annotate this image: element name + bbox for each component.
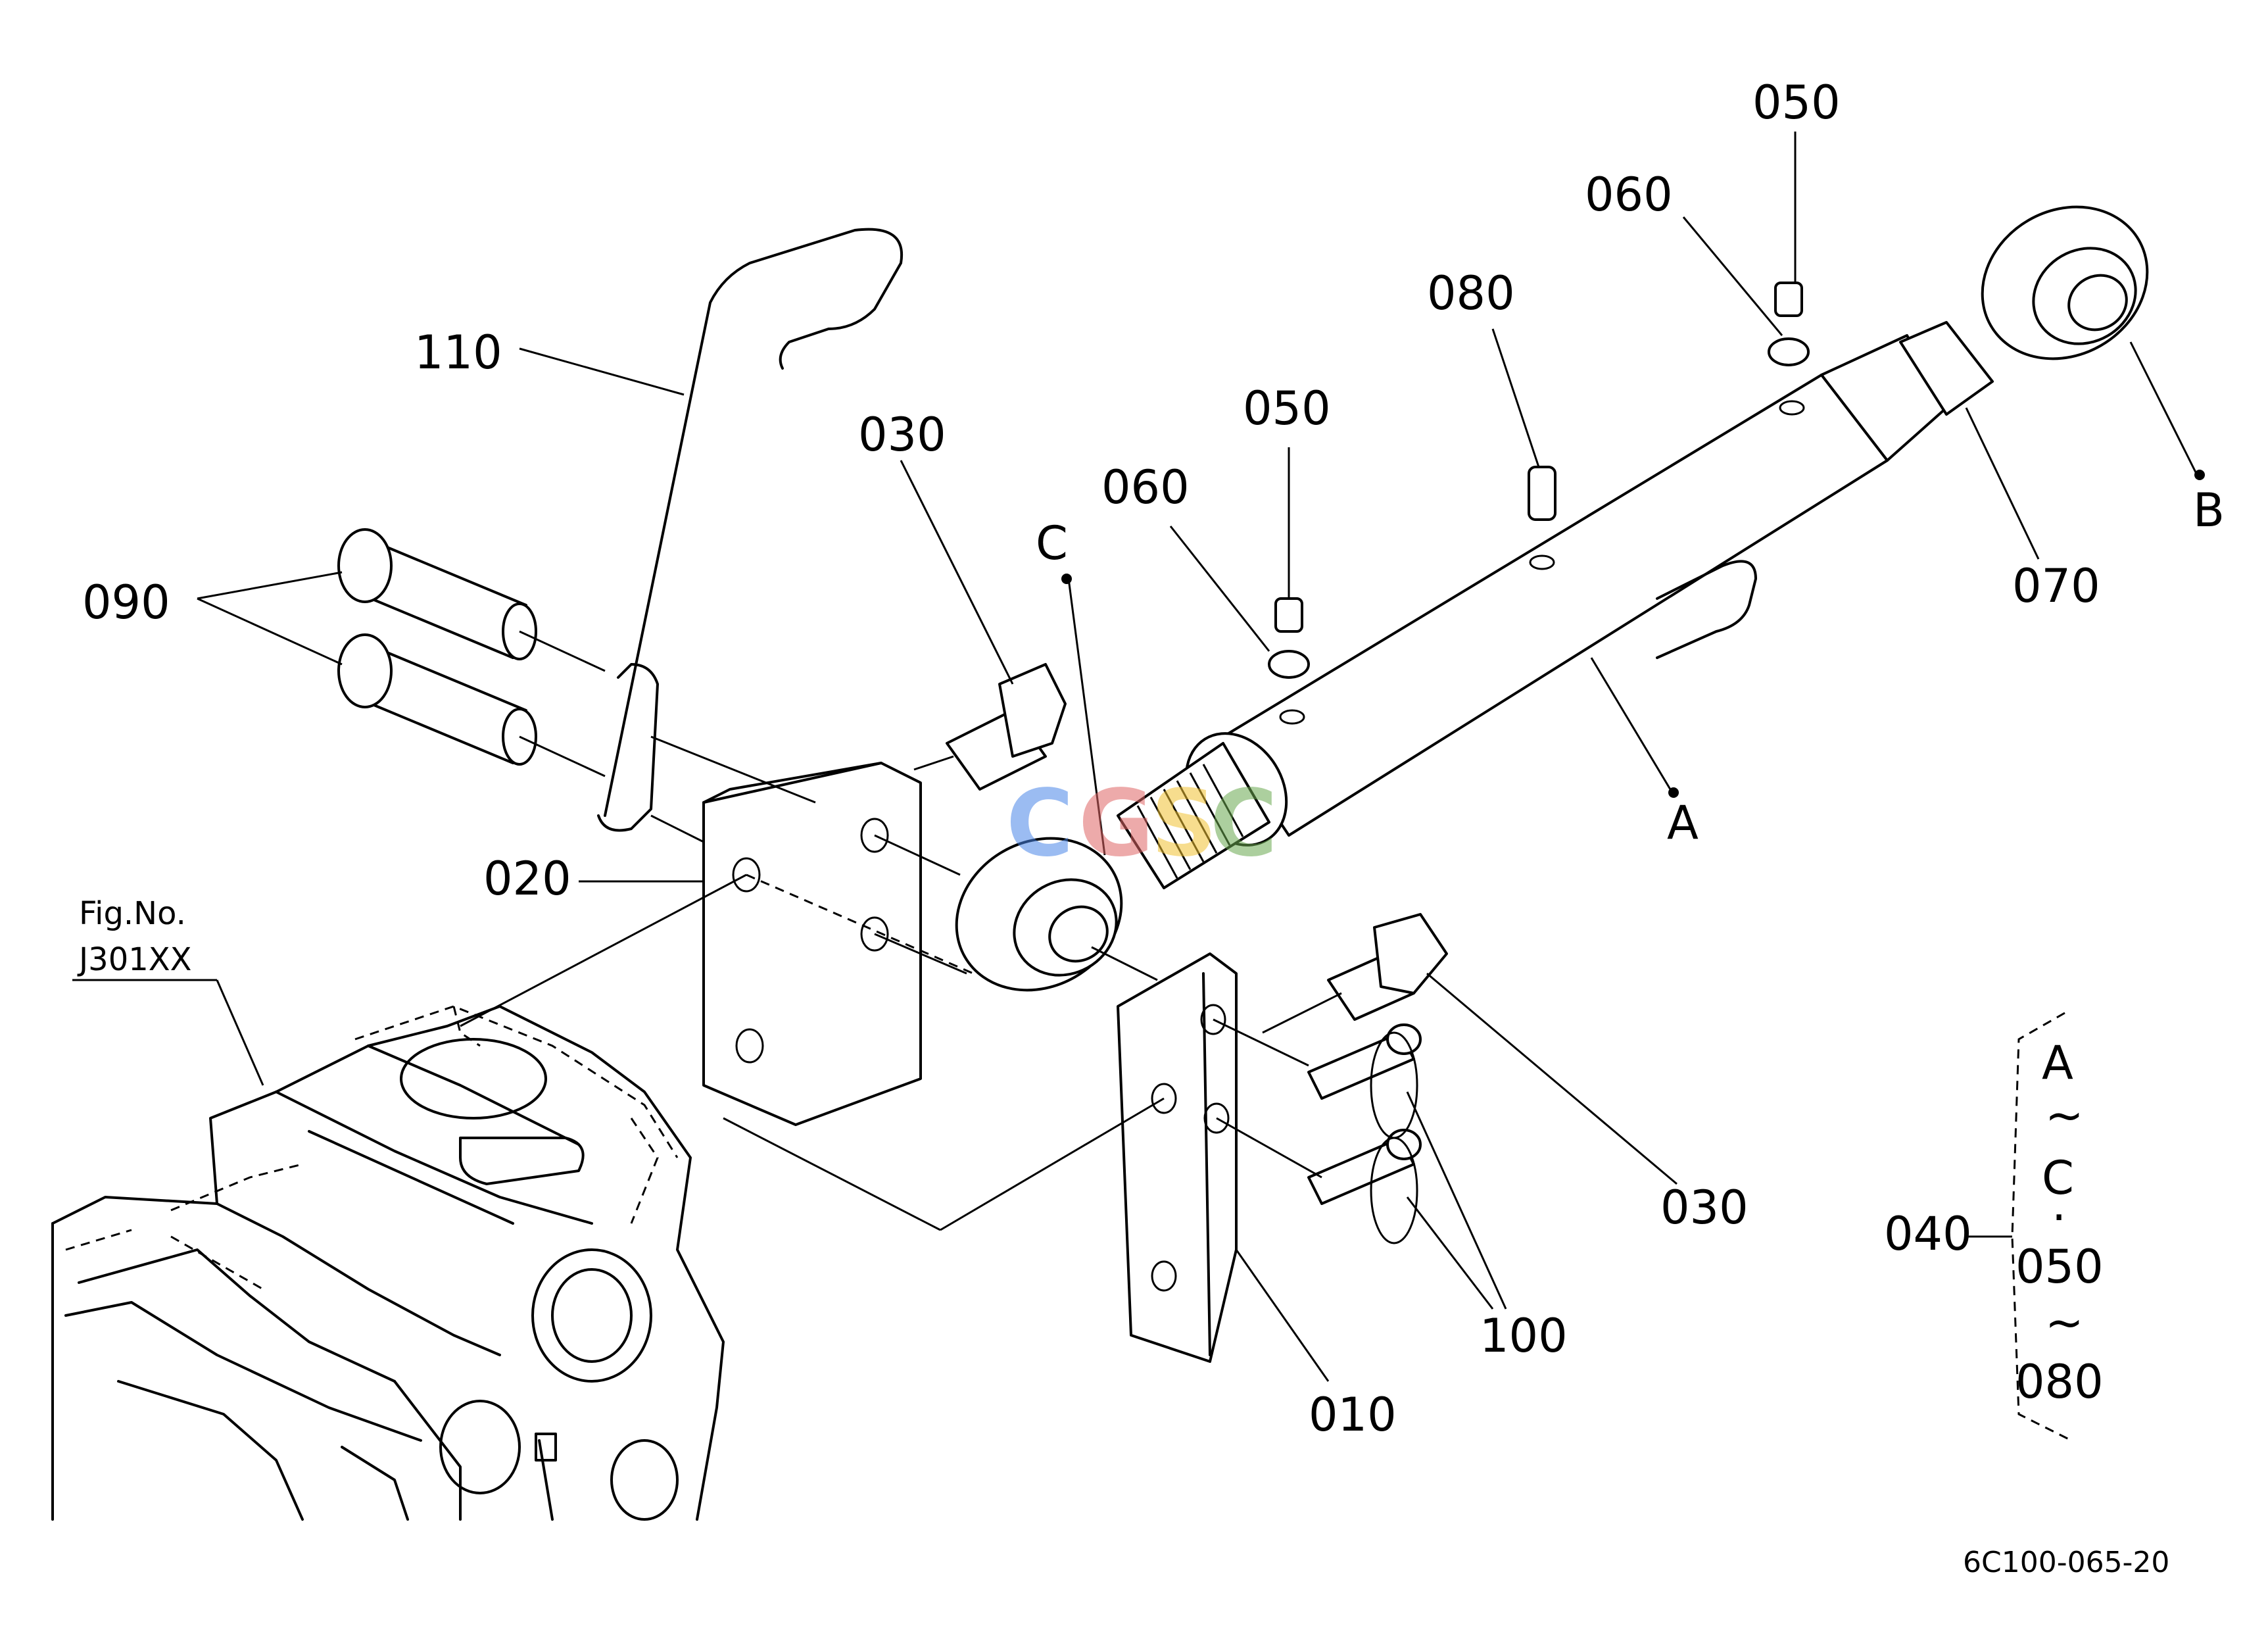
watermark-letter-4: C (1210, 770, 1278, 877)
pins-090 (337, 528, 537, 766)
alignment-lines (460, 630, 1342, 1231)
label-080: 080 (1427, 266, 1515, 320)
bracket-020 (702, 762, 922, 1126)
label-070: 070 (2012, 559, 2100, 613)
transmission-housing (51, 1005, 725, 1521)
label-040: 040 (1884, 1207, 1972, 1261)
bracket-line-4: · (2052, 1191, 2066, 1244)
watermark-letter-1: C (1006, 770, 1074, 877)
label-a: A (1667, 796, 1699, 850)
label-100: 100 (1480, 1309, 1568, 1363)
ball-joint-c (955, 837, 1123, 992)
label-110: 110 (414, 326, 502, 380)
callout-labels: 050 060 080 110 030 050 060 C B 070 090 … (77, 76, 2225, 1579)
bracket-line-7: 080 (2015, 1355, 2104, 1409)
ball-joint-b (1981, 205, 2149, 360)
screw-050-top (1768, 282, 1810, 416)
label-c: C (1036, 516, 1068, 570)
watermark-letter-2: G (1078, 770, 1154, 877)
label-060-top: 060 (1585, 168, 1673, 222)
grease-nipple-080 (1528, 466, 1556, 570)
drawing-code: 6C100-065-20 (1963, 1546, 2169, 1579)
bracket-line-3: C (2042, 1151, 2074, 1205)
callout-leaders (72, 132, 2205, 1382)
top-link-rod (1117, 321, 1994, 889)
bracket-line-5: 050 (2015, 1240, 2104, 1294)
label-020: 020 (483, 852, 571, 906)
label-010: 010 (1309, 1388, 1397, 1442)
label-060-mid: 060 (1101, 460, 1190, 514)
watermark: C G S C (1006, 770, 1278, 877)
label-030-upper: 030 (858, 408, 946, 462)
label-050-top: 050 (1752, 76, 1841, 130)
label-050-mid: 050 (1243, 381, 1331, 435)
label-b: B (2193, 483, 2225, 537)
bracket-line-2: ~ (2045, 1089, 2084, 1143)
pins-100 (1307, 1023, 1422, 1244)
bracket-line-1: A (2042, 1036, 2073, 1090)
bracket-line-6: ~ (2045, 1296, 2084, 1350)
label-090: 090 (82, 576, 170, 629)
fig-no-number: J301XX (77, 941, 192, 978)
watermark-letter-3: S (1151, 770, 1217, 877)
retaining-pin-110 (597, 228, 904, 832)
assembly-bracket-040 (2011, 1012, 2072, 1442)
fig-no-label: Fig.No. (79, 895, 186, 932)
bolt-030-upper (946, 663, 1067, 791)
bracket-010 (1117, 952, 1238, 1363)
bolt-030-lower (1327, 913, 1448, 1021)
label-030-lower: 030 (1660, 1181, 1749, 1235)
